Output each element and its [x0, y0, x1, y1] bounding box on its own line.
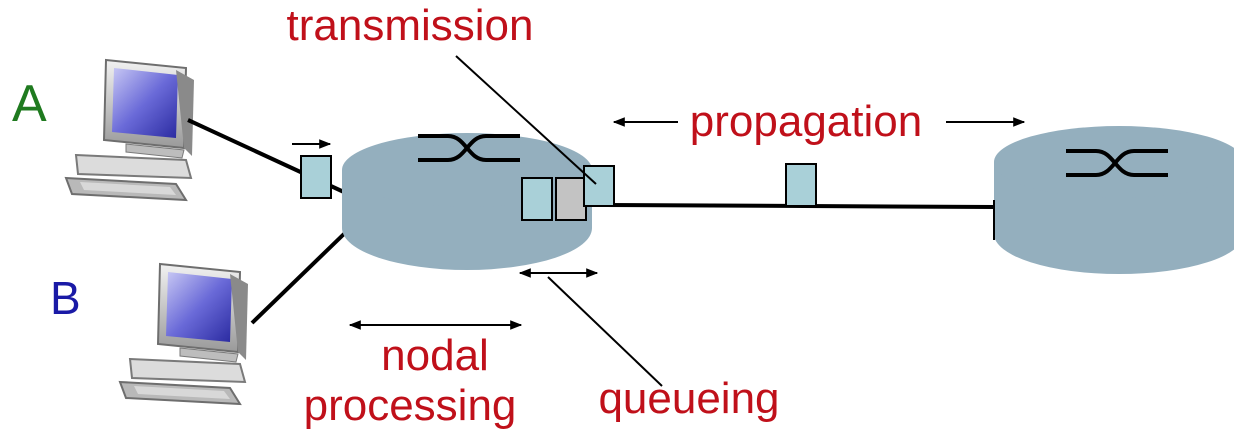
router-icon [1066, 149, 1168, 177]
packet-queued-2 [555, 177, 587, 221]
processing-label: processing [304, 381, 517, 430]
router-left [342, 133, 592, 270]
propagation-label: propagation [690, 97, 922, 146]
transmission-label: transmission [287, 1, 534, 50]
queueing-label: queueing [598, 374, 779, 423]
link-b-router [250, 230, 348, 325]
packet-incoming [300, 155, 332, 199]
host-b-label: B [50, 272, 81, 324]
packet-transmitting [583, 165, 615, 207]
host-a-computer-icon [65, 59, 195, 201]
packet-queued-1 [521, 177, 553, 221]
host-b-computer-icon [119, 263, 249, 405]
pointer-transmission [455, 55, 597, 185]
router-right [993, 126, 1234, 274]
nodal-label: nodal [381, 331, 489, 380]
packet-propagating [785, 163, 817, 207]
pointer-queueing [547, 276, 663, 387]
host-a-label: A [12, 75, 47, 133]
router-icon [418, 134, 520, 162]
